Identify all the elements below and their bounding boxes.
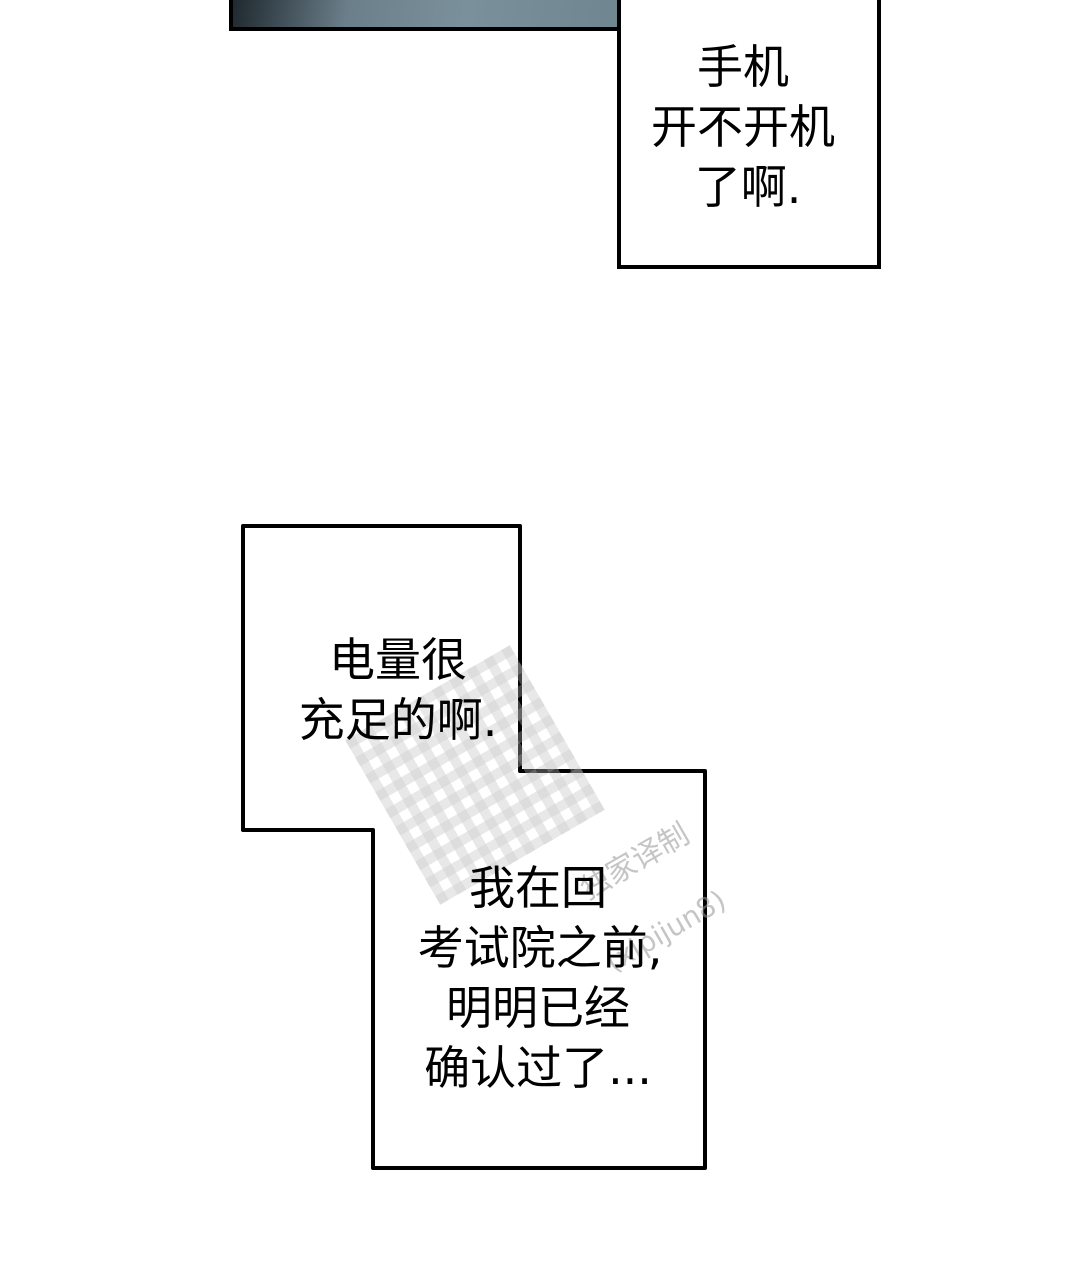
- caption-line: 确认过了...: [424, 1041, 652, 1095]
- caption-line: 电量很: [329, 633, 467, 687]
- caption-line: 考试院之前,: [417, 921, 663, 975]
- caption-line: 了啊.: [694, 160, 802, 214]
- caption-line: 手机: [697, 40, 789, 94]
- caption-line: 开不开机: [651, 100, 835, 154]
- comic-panel-image: [229, 0, 625, 31]
- caption-line: 明明已经: [446, 981, 630, 1035]
- caption-line: 我在回: [469, 861, 607, 915]
- caption-box-2-frame: [241, 524, 707, 1170]
- caption-line: 充足的啊.: [298, 693, 498, 747]
- caption-box-1-frame: [617, 0, 881, 269]
